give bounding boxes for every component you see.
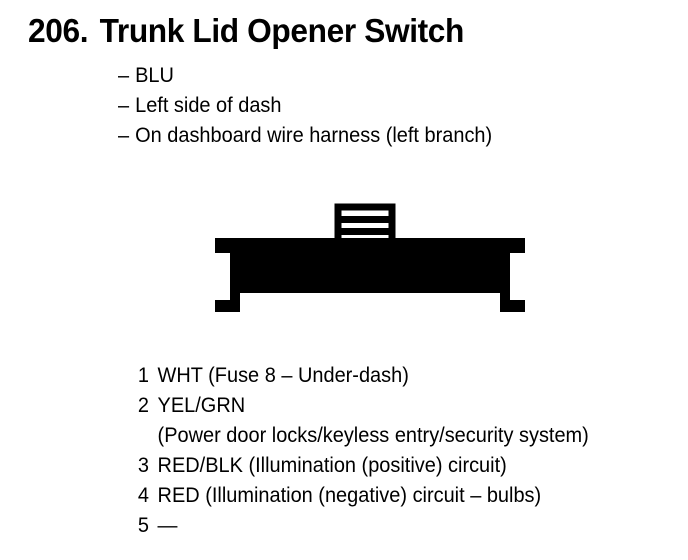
note-dash-icon: – [118,94,130,117]
cavity-number-3: 3 [361,256,372,278]
note-item-text: BLU [135,64,174,87]
pin-description: — [157,514,178,537]
pin-description: YEL/GRN [157,394,246,417]
cavity-number-5: 5 [471,256,482,278]
pin-description-continuation: (Power door locks/keyless entry/security… [157,424,589,447]
cavity-number-4: 4 [416,256,428,278]
pin-description: RED/BLK (Illumination (positive) circuit… [157,454,507,477]
pin-number: 5 [137,514,149,537]
pin-description: RED (Illumination (negative) circuit – b… [157,484,542,507]
pin-entry-5: 5 — [130,512,589,540]
pin-entry-4: 4 RED (Illumination (negative) circuit –… [130,482,589,510]
note-item-0: –BLU [118,61,492,91]
note-item-text: On dashboard wire harness (left branch) [135,124,493,147]
pin-number: 4 [137,484,149,507]
cavity-number-1: 1 [251,256,262,278]
pin-description: WHT (Fuse 8 – Under-dash) [157,364,409,387]
note-dash-icon: – [118,64,130,87]
connector-diagram: 1 2 3 4 5 [205,198,535,318]
pin-number: 3 [137,454,149,477]
pin-number: 2 [137,394,149,417]
pin-number: 1 [137,364,149,387]
page-title-number: 206. [28,12,89,49]
note-item-1: –Left side of dash [118,91,492,121]
connector-locking-tab [334,203,396,242]
connector-cavity-dividers [281,238,453,293]
page-title: 206. Trunk Lid Opener Switch [28,12,464,50]
pin-assignment-list: 1 WHT (Fuse 8 – Under-dash) 2 YEL/GRN (P… [130,362,589,542]
page-title-text: Trunk Lid Opener Switch [99,12,465,49]
pin-entry-1: 1 WHT (Fuse 8 – Under-dash) [130,362,589,390]
note-item-text: Left side of dash [135,94,282,117]
cavity-number-2: 2 [306,256,317,278]
note-item-2: –On dashboard wire harness (left branch) [118,121,492,151]
pin-entry-3: 3 RED/BLK (Illumination (positive) circu… [130,452,589,480]
note-dash-icon: – [118,124,130,147]
component-notes-list: –BLU –Left side of dash –On dashboard wi… [118,61,492,151]
pin-entry-2: 2 YEL/GRN (Power door locks/keyless entr… [130,392,589,450]
